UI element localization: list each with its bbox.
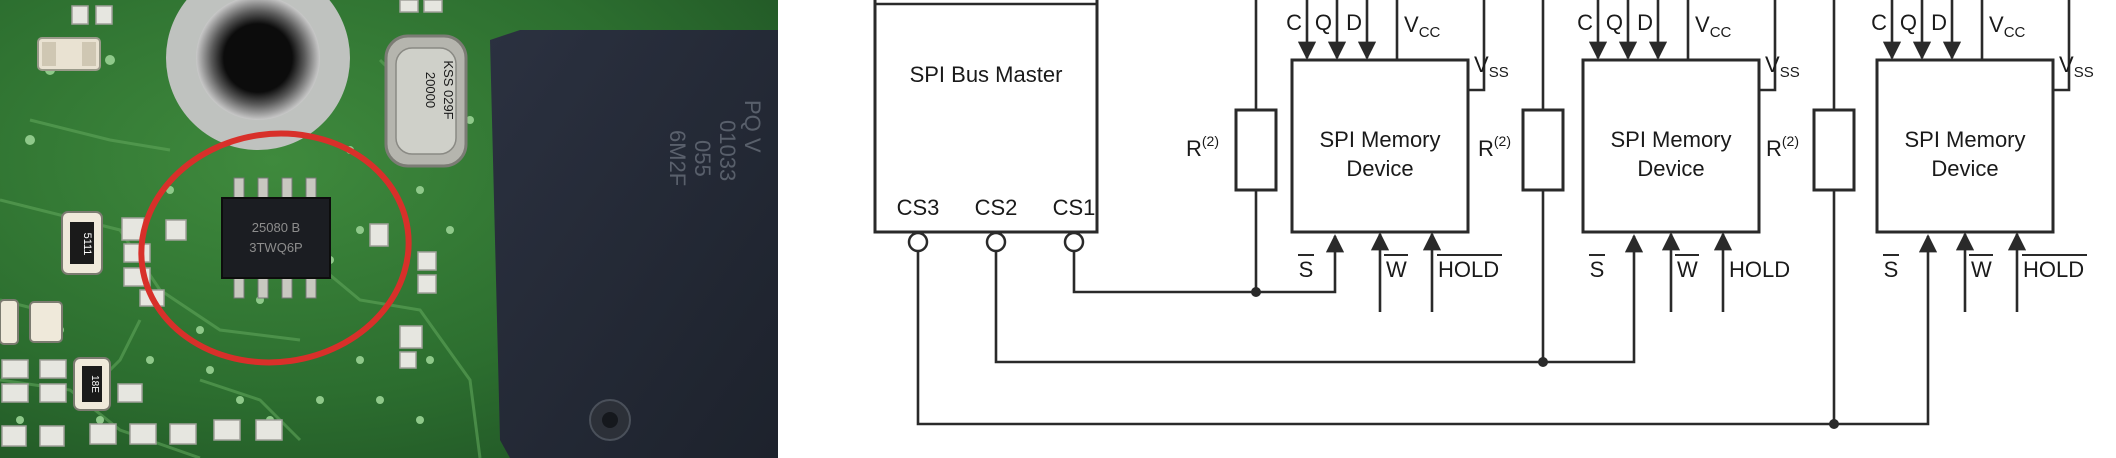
cs1-label: CS1 [1053,195,1096,220]
pin-label-q-2: Q [1606,10,1623,35]
device-label-line1-2: SPI Memory [1610,127,1731,152]
cs1-bubble [1063,231,1085,253]
crystal-marking-2: KSS 029F [441,60,456,119]
resistor-label-1: R(2) [1186,133,1219,161]
s-label-2: S [1590,257,1605,282]
cs2-label: CS2 [975,195,1018,220]
hold-label-3: HOLD [2023,257,2084,282]
pin-label-d-3: D [1931,10,1947,35]
chip-marking-2: 3TWQ6P [249,240,302,255]
vss-line-1 [1468,0,1486,92]
hold-label-2: HOLD [1729,257,1790,282]
hold-label-1: HOLD [1438,257,1499,282]
cs3-wire [916,234,1938,426]
device-box-1 [1290,58,1470,234]
ic-marking-4: 6M2F [665,130,690,186]
bus-master-label: SPI Bus Master [910,62,1063,87]
device-label-line2-1: Device [1346,156,1413,181]
cs1-wire [1072,234,1345,294]
spi-flash-chip: 25080 B 3TWQ6P [221,177,331,299]
vcc-label-2: VCC [1695,12,1732,41]
s-label-1: S [1299,257,1314,282]
pin-label-d-1: D [1346,10,1362,35]
cs2-wire [994,234,1644,364]
vss-line-3 [2053,0,2071,92]
vcc-label-3: VCC [1989,12,2026,41]
device-box-3 [1875,58,2055,234]
cs3-bubble [907,231,929,253]
cs3-label: CS3 [897,195,940,220]
resistor-marking-1: 5111 [81,233,93,256]
w-label-2: W [1677,257,1698,282]
mounting-hole [196,0,320,120]
device-label-line2-3: Device [1931,156,1998,181]
vss-line-2 [1759,0,1777,92]
device-label-line1-1: SPI Memory [1319,127,1440,152]
resistor-label-2: R(2) [1478,133,1511,161]
device-label-line1-3: SPI Memory [1904,127,2025,152]
pin-label-c-3: C [1871,10,1887,35]
vss-label-3: VSS [2059,52,2094,81]
chip-marking-1: 25080 B [252,220,300,235]
bus-master-box [873,0,1099,234]
ic-marking-2: 01033 [715,120,740,181]
smd-pads [1,0,443,447]
highlight-circle [138,130,412,366]
pin-label-d-2: D [1637,10,1653,35]
crystal-marking-1: 20000 [423,72,438,108]
device-label-line2-2: Device [1637,156,1704,181]
vss-label-2: VSS [1765,52,1800,81]
w-label-3: W [1971,257,1992,282]
pin-label-q-3: Q [1900,10,1917,35]
spi-schematic: SPI Bus Master CS3 CS2 CS1 [873,0,2094,429]
pin-label-q-1: Q [1315,10,1332,35]
large-ic [490,30,778,458]
ic-marking-1: PQ V [740,100,765,153]
pullup-resistor-3 [1812,0,1856,429]
pin-label-c-2: C [1577,10,1593,35]
pcb-photo: 20000 KSS 029F 5111 18E 25080 B 3TWQ6P [0,0,778,458]
resistor-marking-2: 18E [89,375,100,393]
resistor-label-3: R(2) [1766,133,1799,161]
vcc-label-1: VCC [1404,12,1441,41]
s-label-3: S [1884,257,1899,282]
pullup-resistor-2 [1521,0,1565,367]
ic-marking-3: 055 [690,140,715,177]
pullup-resistor-1 [1234,0,1278,297]
pin-label-c-1: C [1286,10,1302,35]
w-label-1: W [1386,257,1407,282]
cs2-bubble [985,231,1007,253]
vss-label-1: VSS [1474,52,1509,81]
device-box-2 [1581,58,1761,234]
